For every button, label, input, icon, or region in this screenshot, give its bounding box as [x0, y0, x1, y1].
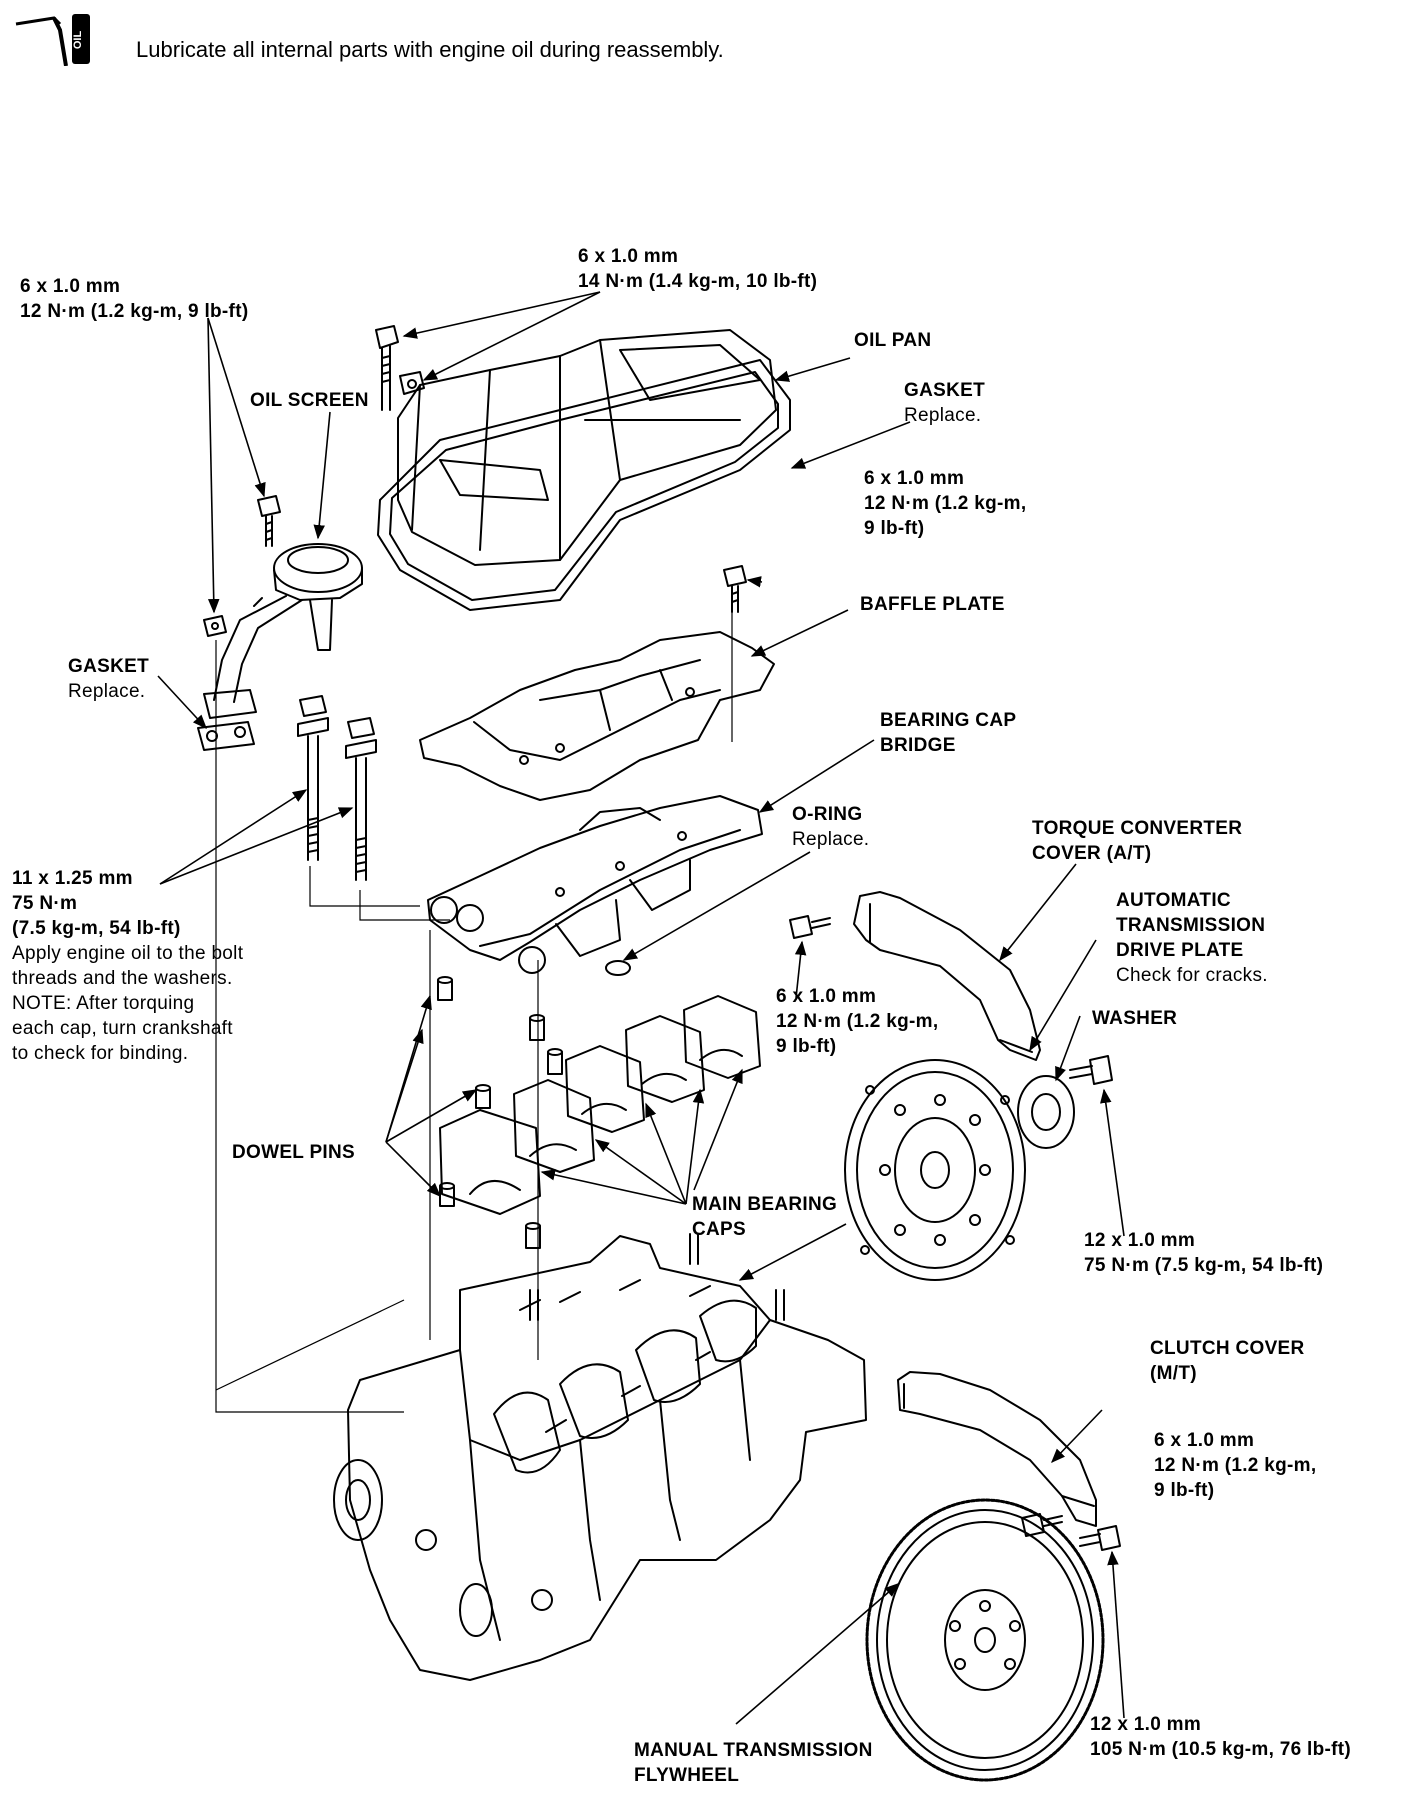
oil-screen — [203, 543, 363, 719]
instruction-text: Lubricate all internal parts with engine… — [136, 37, 724, 62]
leader-lines — [157, 291, 1125, 1725]
main-bearing-caps-label: MAIN BEARING CAPS — [692, 1194, 838, 1240]
drive-plate — [844, 1059, 1026, 1281]
o-ring — [605, 960, 631, 976]
baffle-plate — [419, 631, 775, 801]
washer-label: WASHER — [1092, 1008, 1178, 1029]
oil-screen-bolt — [257, 495, 281, 547]
baffle-bolt-label: 6 x 1.0 mm 12 N·m (1.2 kg-m, 9 lb-ft) — [864, 468, 1027, 539]
oil-screen-bolt-label: 6 x 1.0 mm 12 N·m (1.2 kg-m, 9 lb-ft) — [20, 276, 249, 322]
flywheel-label: MANUAL TRANSMISSION FLYWHEEL — [634, 1740, 873, 1786]
crankshaft — [493, 1299, 757, 1474]
oil-screen-gasket-label: GASKET Replace. — [68, 656, 149, 702]
converter-bolt-label: 6 x 1.0 mm 12 N·m (1.2 kg-m, 9 lb-ft) — [776, 986, 939, 1057]
main-bearing-bolt — [297, 695, 377, 881]
torque-converter-cover-label: TORQUE CONVERTER COVER (A/T) — [1032, 818, 1243, 864]
washer — [1017, 1075, 1075, 1149]
drive-plate-label: AUTOMATIC TRANSMISSION DRIVE PLATE Check… — [1116, 890, 1268, 986]
dowel-pin — [437, 976, 563, 1249]
dowel-pins-label: DOWEL PINS — [232, 1142, 355, 1163]
drive-plate-bolt-label: 12 x 1.0 mm 75 N·m (7.5 kg-m, 54 lb-ft) — [1084, 1230, 1324, 1276]
main-bolt-label: 11 x 1.25 mm 75 N·m (7.5 kg-m, 54 lb-ft)… — [12, 868, 244, 1064]
engine-block — [333, 1235, 867, 1681]
baffle-plate-label: BAFFLE PLATE — [860, 594, 1005, 615]
clutch-cover — [897, 1371, 1097, 1527]
clutch-cover-label: CLUTCH COVER (M/T) — [1150, 1338, 1305, 1384]
oil-screen-gasket — [197, 721, 255, 751]
oil-can-icon: OIL — [15, 14, 90, 66]
baffle-plate-bolt — [723, 565, 747, 613]
bearing-cap-bridge — [427, 795, 763, 974]
main-bearing-cap — [439, 995, 761, 1215]
oil-icon-text: OIL — [72, 31, 84, 50]
oil-pan — [397, 329, 777, 566]
bearing-cap-bridge-label: BEARING CAP BRIDGE — [880, 710, 1017, 756]
oil-pan-bolt-label: 6 x 1.0 mm 14 N·m (1.4 kg-m, 10 lb-ft) — [578, 246, 818, 292]
flywheel — [865, 1498, 1105, 1782]
drive-plate-bolt — [1069, 1055, 1113, 1085]
oil-pan-gasket-label: GASKET Replace. — [904, 380, 985, 426]
oil-pan-gasket — [377, 359, 791, 611]
oil-pan-bolt — [375, 325, 399, 411]
flywheel-bolt-label: 12 x 1.0 mm 105 N·m (10.5 kg-m, 76 lb-ft… — [1090, 1714, 1352, 1760]
flywheel-bolt — [1079, 1525, 1121, 1551]
torque-converter-cover-bolt — [789, 915, 831, 939]
oil-screen-label: OIL SCREEN — [250, 390, 369, 411]
oil-pan-label: OIL PAN — [854, 330, 932, 351]
oil-screen-nut — [203, 615, 227, 637]
o-ring-label: O-RING Replace. — [792, 804, 870, 850]
oil-pan-nut — [399, 371, 425, 395]
clutch-bolt-label: 6 x 1.0 mm 12 N·m (1.2 kg-m, 9 lb-ft) — [1154, 1430, 1317, 1501]
torque-converter-cover — [853, 891, 1041, 1061]
